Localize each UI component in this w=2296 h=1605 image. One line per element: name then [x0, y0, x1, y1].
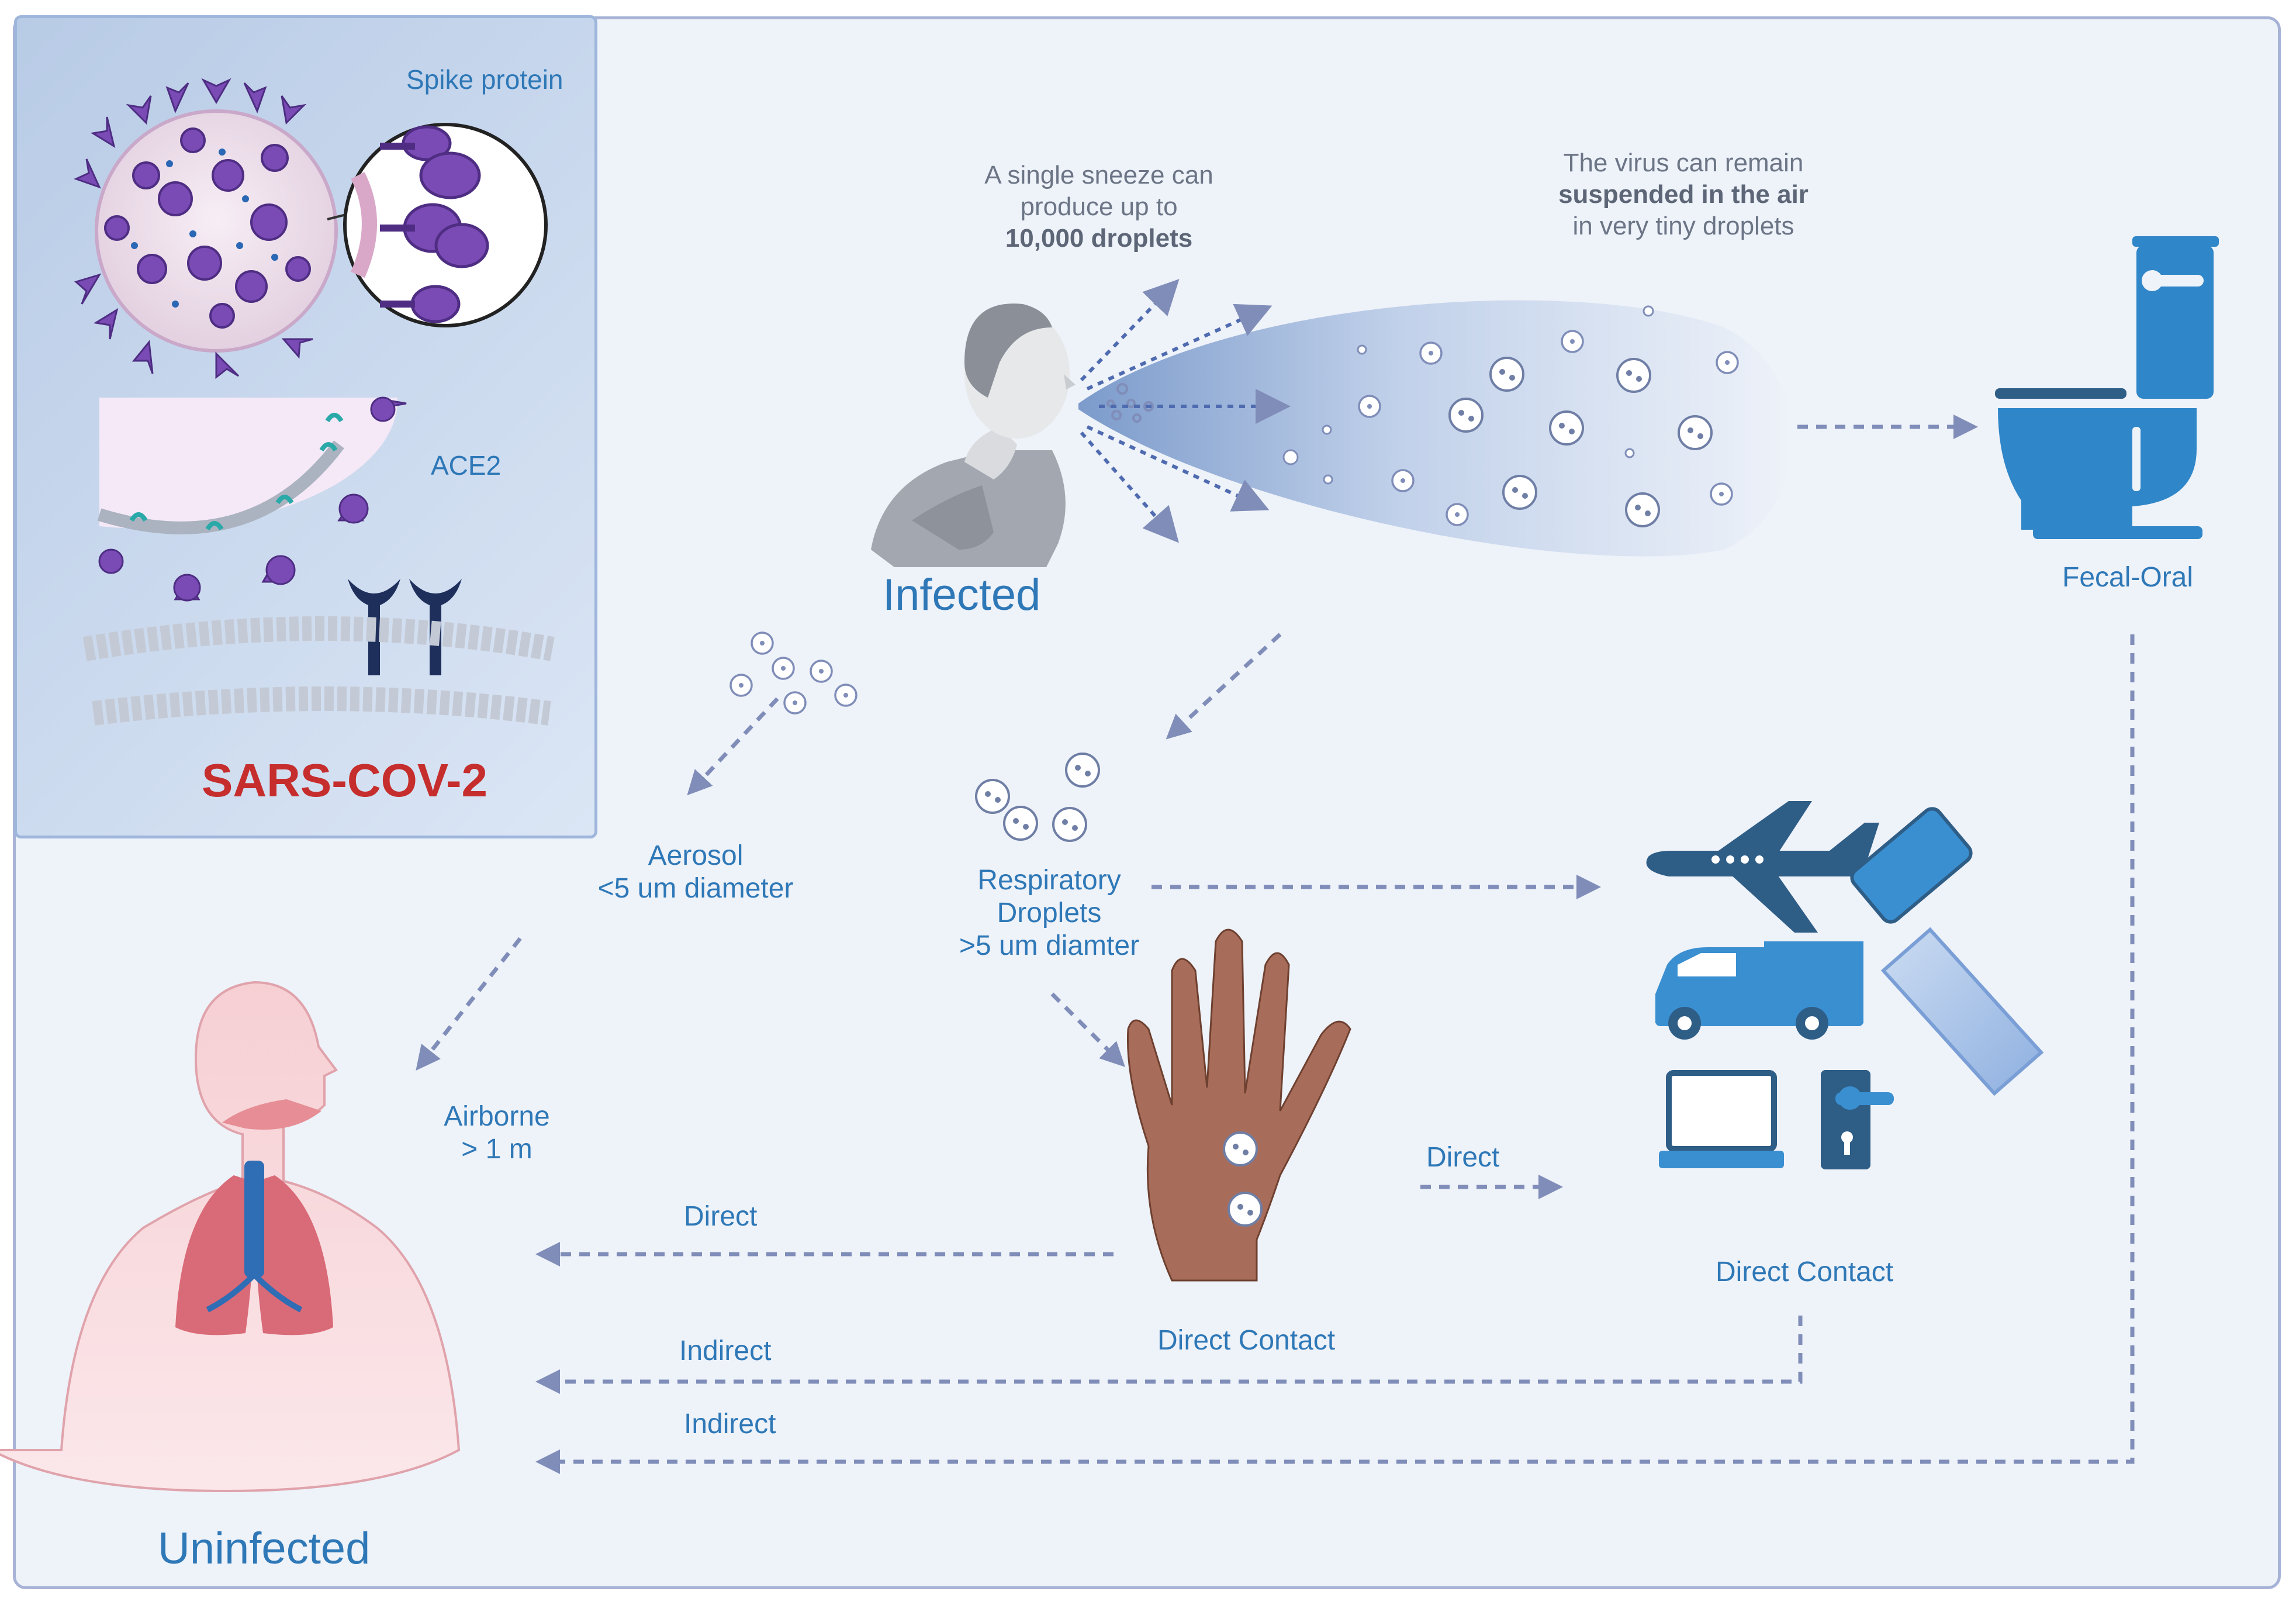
uninfected-label: Uninfected [158, 1524, 371, 1573]
spike-protein-zoom-icon [327, 123, 548, 327]
ace2-cell-icon [97, 396, 407, 602]
indirect-label-1: Indirect [679, 1335, 772, 1366]
sneeze-aerosol-cloud [1078, 300, 1793, 557]
delivery-van-icon [1655, 941, 1863, 1040]
virus-icon [73, 78, 338, 379]
aerosol-droplets-icon [729, 631, 857, 715]
laptop-icon [1659, 1070, 1784, 1168]
infected-label: Infected [883, 570, 1041, 620]
direct-label-left: Direct [684, 1201, 758, 1232]
glass-panel-icon [1880, 927, 2044, 1096]
aerosol-label: Aerosol <5 um diameter [597, 840, 794, 904]
smartphone-icon [1850, 807, 1973, 924]
direct-label-right: Direct [1426, 1142, 1500, 1173]
respiratory-droplets-label: Respiratory Droplets >5 um diamter [959, 865, 1140, 961]
toilet-icon [1995, 236, 2219, 539]
infected-person-icon [871, 303, 1076, 567]
airborne-label: Airborne > 1 m [444, 1101, 550, 1165]
respiratory-droplets-icon [975, 753, 1100, 842]
objects-direct-contact-label: Direct Contact [1716, 1257, 1894, 1288]
sars-cov-2-title: SARS-COV-2 [202, 754, 487, 806]
ace2-label: ACE2 [431, 450, 502, 481]
fecal-oral-label: Fecal-Oral [2062, 562, 2194, 593]
flow-arrows [416, 415, 2135, 1474]
hand-direct-contact-label: Direct Contact [1157, 1325, 1336, 1356]
sneeze-note: A single sneeze can produce up to 10,000… [984, 161, 1213, 253]
door-handle-icon [1821, 1070, 1894, 1169]
air-suspension-note: The virus can remain suspended in the ai… [1558, 149, 1809, 240]
sneeze-ray-arrows [1080, 279, 1291, 543]
indirect-label-2: Indirect [684, 1409, 776, 1440]
spike-protein-label: Spike protein [406, 64, 563, 95]
cell-membrane-icon [82, 616, 555, 726]
airplane-icon [1646, 801, 1879, 933]
uninfected-person-lungs-icon [0, 981, 461, 1493]
contaminated-hand-icon [1126, 929, 1351, 1282]
